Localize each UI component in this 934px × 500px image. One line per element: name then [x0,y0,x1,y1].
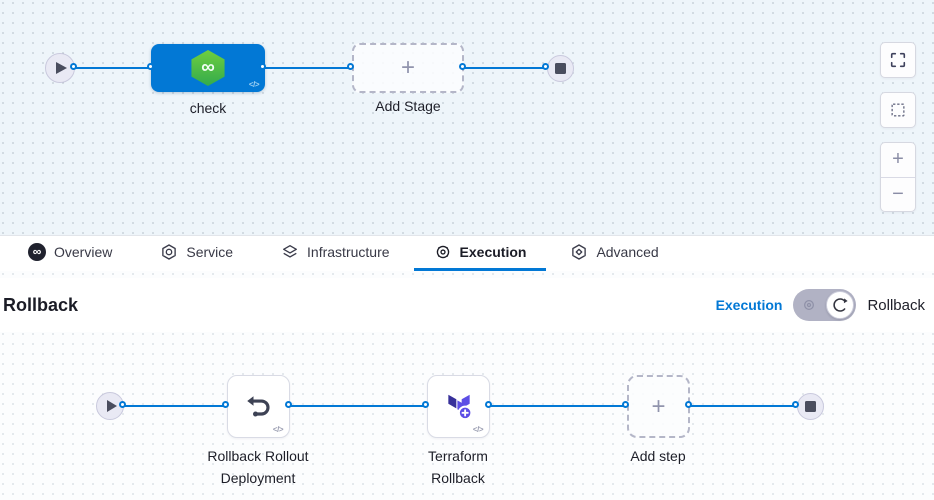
stage-canvas[interactable]: ∞ </> check + Add Stage [0,0,934,235]
tab-label: Overview [54,244,113,260]
edge-start-to-step1 [124,405,227,407]
zoom-button-group: + − [880,142,916,212]
execution-mini-icon [804,300,815,310]
step-label: Rollback Rollout Deployment [207,448,309,486]
tab-advanced[interactable]: Advanced [546,236,682,271]
service-icon [162,244,177,260]
selection-mode-button[interactable] [880,92,916,128]
edge-stage-to-addstage [264,67,352,69]
pipeline-end-node[interactable] [547,55,574,82]
edge-addstep-to-end [690,405,797,407]
connector-port[interactable] [119,401,126,408]
harness-overview-icon: ∞ [28,243,46,261]
tab-service[interactable]: Service [136,236,257,271]
connector-port[interactable] [485,401,492,408]
toggle-thumb[interactable] [826,291,855,319]
fullscreen-icon [890,52,906,68]
add-stage-button[interactable]: + [352,43,464,93]
undo-arrow-icon [246,395,270,416]
code-icon[interactable]: </> [272,425,284,434]
rollback-mode-label: Rollback [867,296,925,314]
add-stage-label: Add Stage [375,98,441,114]
play-icon [56,62,67,74]
add-step-button[interactable]: + [627,375,690,438]
connector-port[interactable] [259,63,266,70]
step-node-terraform-rollback[interactable]: </> [427,375,490,438]
connector-port[interactable] [622,401,629,408]
step-node-rollback-rollout[interactable]: </> [227,375,290,438]
mode-switch-group: Execution Rollback [716,289,934,321]
rollback-mini-icon [833,298,849,312]
infrastructure-icon [283,245,298,258]
add-step-label: Add step [630,448,686,464]
edge-step2-to-addstep [490,405,627,407]
edge-start-to-stage [75,67,152,69]
connector-port[interactable] [422,401,429,408]
rollback-end-node[interactable] [797,393,824,420]
terraform-icon [447,394,472,420]
plus-icon: + [651,392,666,420]
rollback-canvas[interactable]: Rollback Execution Rollback [0,271,934,500]
zoom-out-button[interactable]: − [892,182,904,205]
play-icon [106,400,117,412]
connector-port[interactable] [347,63,354,70]
tab-label: Infrastructure [307,244,390,260]
plus-icon: + [400,54,415,81]
tab-execution[interactable]: Execution [413,236,547,271]
connector-port[interactable] [542,63,549,70]
connector-port[interactable] [222,401,229,408]
tab-overview[interactable]: ∞ Overview [4,236,136,271]
tab-label: Advanced [596,244,659,260]
rollback-toolbar: Rollback Execution Rollback [0,278,934,332]
step-label: Terraform Rollback [428,448,488,486]
connector-port[interactable] [70,63,77,70]
zoom-in-button[interactable]: + [892,148,904,171]
fullscreen-button[interactable] [880,42,916,78]
execution-icon [436,245,449,259]
selection-box-icon [891,103,905,117]
connector-port[interactable] [792,401,799,408]
tab-label: Execution [459,244,527,260]
tab-label: Service [186,244,234,260]
advanced-icon [572,244,587,260]
stop-icon [555,63,566,74]
stage-node-check[interactable]: ∞ </> [151,44,265,92]
divider [881,176,915,178]
connector-port[interactable] [685,401,692,408]
connector-port[interactable] [147,63,154,70]
code-icon[interactable]: </> [248,80,260,89]
stage-label: check [189,100,227,116]
connector-port[interactable] [459,63,466,70]
stage-config-tabs: ∞ Overview Service Infrastructure Execut… [0,235,934,271]
execution-mode-link[interactable]: Execution [715,297,783,313]
tab-infrastructure[interactable]: Infrastructure [257,236,413,271]
connector-port[interactable] [285,401,292,408]
code-icon[interactable]: </> [472,425,484,434]
section-heading: Rollback [3,294,79,315]
execution-rollback-toggle[interactable] [793,289,857,321]
edge-step1-to-step2 [290,405,427,407]
stop-icon [805,401,816,412]
edge-addstage-to-end [464,67,548,69]
harness-cd-icon: ∞ [191,50,225,86]
